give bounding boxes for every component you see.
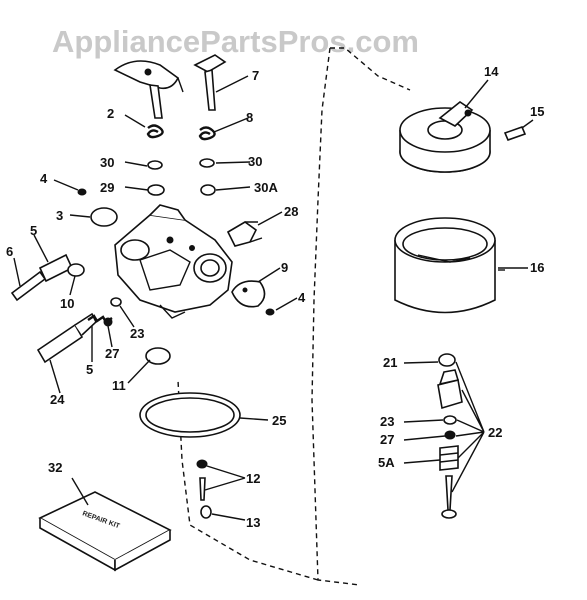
- assembly-boundary: [177, 47, 411, 586]
- choke-plate-part: [231, 280, 266, 308]
- seal-part-30a: [200, 184, 216, 196]
- washer-part-30-left: [147, 160, 163, 170]
- repair-kit-part: REPAIR KIT: [38, 491, 172, 572]
- watermark-text: AppliancePartsPros.com: [52, 24, 419, 59]
- needle-valve-part: [36, 312, 97, 364]
- pin-part-13: [200, 505, 212, 519]
- spring-part: [146, 124, 164, 139]
- label-12: 12: [246, 471, 260, 486]
- label-29: 29: [100, 180, 114, 195]
- small-parts-12: [196, 459, 208, 501]
- idle-screw-part: [10, 253, 74, 302]
- float-pin-part: [503, 125, 527, 142]
- part-labels: 2 30 29 4 3 5 6 7 8 30 30A 28 9 4 10 23 …: [6, 64, 544, 530]
- label-30a: 30A: [254, 180, 278, 195]
- bowl-gasket-part: [139, 392, 241, 438]
- spring-part-8: [198, 126, 216, 141]
- o-ring-part-10: [67, 263, 85, 277]
- label-13: 13: [246, 515, 260, 530]
- screw-part-4-right: [265, 308, 275, 316]
- label-23-right: 23: [380, 414, 394, 429]
- screw-part-4-left: [77, 188, 87, 196]
- float-part: [399, 101, 491, 173]
- label-27-left: 27: [105, 346, 119, 361]
- float-bowl-part: [394, 217, 505, 314]
- label-4-right: 4: [298, 290, 306, 305]
- label-10: 10: [60, 296, 74, 311]
- fuel-fitting-part: [226, 221, 263, 247]
- seal-part-29: [147, 184, 165, 196]
- throttle-bracket-part: [113, 60, 184, 119]
- carburetor-body-part: [114, 204, 233, 319]
- o-ring-part-27: [103, 317, 113, 327]
- label-9: 9: [281, 260, 288, 275]
- label-22: 22: [488, 425, 502, 440]
- main-jet-assembly-part: [437, 369, 463, 519]
- label-16: 16: [530, 260, 544, 275]
- label-30-left: 30: [100, 155, 114, 170]
- label-30-right: 30: [248, 154, 262, 169]
- label-15: 15: [530, 104, 544, 119]
- washer-part-30-right: [199, 158, 215, 168]
- label-21: 21: [383, 355, 397, 370]
- label-5: 5: [30, 223, 37, 238]
- gasket-part-11: [145, 347, 171, 365]
- label-2: 2: [107, 106, 114, 121]
- label-28: 28: [284, 204, 298, 219]
- label-23-left: 23: [130, 326, 144, 341]
- label-7: 7: [252, 68, 259, 83]
- leader-lines: [13, 75, 534, 521]
- label-5a: 5A: [378, 455, 395, 470]
- label-32: 32: [48, 460, 62, 475]
- label-27-right: 27: [380, 432, 394, 447]
- label-4-left: 4: [40, 171, 48, 186]
- choke-shaft-part: [193, 54, 227, 111]
- label-6: 6: [6, 244, 13, 259]
- label-14: 14: [484, 64, 499, 79]
- label-8: 8: [246, 110, 253, 125]
- label-5-lower: 5: [86, 362, 93, 377]
- throttle-plate-part: [90, 207, 118, 227]
- bowl-nut-gasket-part: [438, 353, 456, 367]
- label-11: 11: [112, 378, 126, 393]
- label-25: 25: [272, 413, 286, 428]
- label-3: 3: [56, 208, 63, 223]
- washer-part-23: [110, 297, 122, 307]
- label-24: 24: [50, 392, 65, 407]
